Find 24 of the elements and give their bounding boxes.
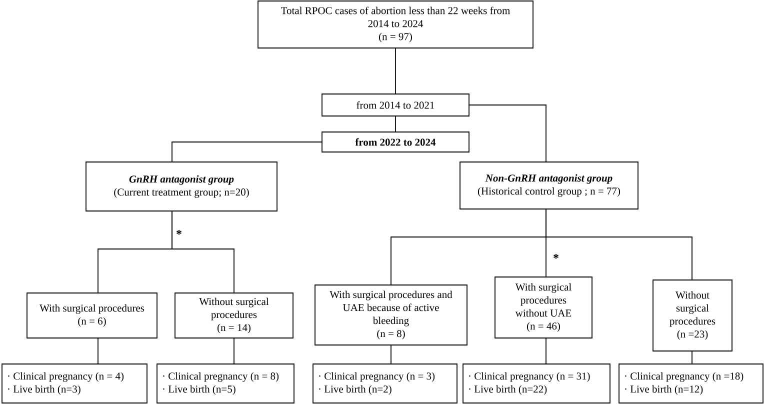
connector-line: [395, 116, 396, 132]
outcome-box: · Clinical pregnancy (n = 31) · Live birth (n=22): [462, 364, 610, 404]
outcome-box: · Clinical pregnancy (n = 4) · Live birth (n=3): [2, 364, 148, 404]
connector-line: [172, 142, 322, 162]
connector-line: [469, 104, 546, 162]
connector-line: [390, 345, 392, 364]
significance-mark: *: [176, 230, 182, 235]
process-box: Non-GnRH antagonist group (Historical control group ; n = 77): [460, 162, 638, 210]
outcome-box: · Clinical pregnancy (n =18) · Live birth (n=12): [618, 364, 764, 404]
process-box: GnRH antagonist group (Current treatment group; n=20): [86, 162, 278, 212]
process-box: Without surgical procedures (n = 14): [174, 292, 294, 338]
process-box: With surgical procedures without UAE (n = 46): [494, 276, 592, 338]
connector-line: [546, 209, 692, 280]
connector-line: [395, 48, 396, 94]
significance-mark: *: [554, 254, 559, 259]
process-box: from 2014 to 2021: [322, 94, 470, 116]
outcome-box: · Clinical pregnancy (n = 3) · Live birth (n=2): [312, 364, 458, 404]
process-box: from 2022 to 2024: [322, 132, 470, 152]
process-box: With surgical procedures (n = 6): [26, 292, 158, 338]
outcome-box: · Clinical pregnancy (n = 8) · Live birth (n=5): [156, 364, 294, 404]
connector-line: [172, 211, 234, 293]
process-box: Total RPOC cases of abortion less than 22 weeks from 2014 to 2024 (n = 97): [258, 0, 534, 48]
process-box: Without surgical procedures (n =23): [652, 280, 732, 352]
process-box: With surgical procedures and UAE because of active bleeding (n = 8): [314, 284, 468, 346]
